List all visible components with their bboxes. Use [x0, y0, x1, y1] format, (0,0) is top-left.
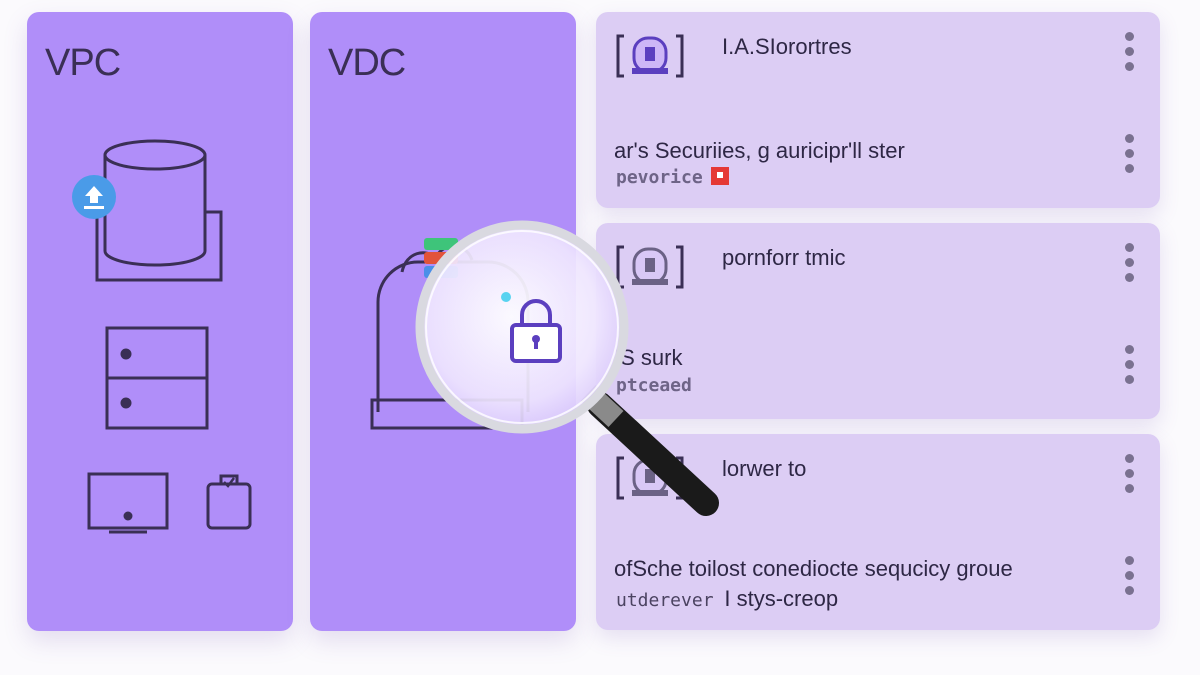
card-tag-extra: I stys-creop	[724, 586, 839, 611]
resource-card-2[interactable]: pornforr tmic IS surk ptceaed	[596, 223, 1160, 419]
vdc-column: VDC	[310, 12, 576, 631]
card-title: pornforr tmic	[722, 245, 846, 270]
more-vertical-icon[interactable]	[1124, 134, 1134, 179]
cloud-upload-icon	[72, 175, 116, 219]
resource-card-3[interactable]: lorwer to ofSche toilost conediocte sequ…	[596, 434, 1160, 630]
card-tag: ptceaed	[616, 375, 692, 396]
more-vertical-icon[interactable]	[1124, 345, 1134, 390]
clipboard-icon	[206, 474, 252, 530]
vpc-column: VPC	[27, 12, 293, 631]
more-vertical-icon[interactable]	[1124, 556, 1134, 601]
card-tag: utderever I stys-creop	[616, 586, 838, 612]
resource-card-1[interactable]: I.A.SIorortres ar's Securiies, g auricip…	[596, 12, 1160, 208]
flag-icon	[710, 167, 729, 185]
vdc-resources-art	[370, 238, 530, 430]
card-tag: pevorice	[616, 167, 729, 188]
more-vertical-icon[interactable]	[1124, 32, 1134, 77]
card-title: I.A.SIorortres	[722, 34, 852, 59]
monitor-icon	[87, 472, 169, 534]
card-tag-text: pevorice	[616, 167, 703, 188]
card-subtitle: IS surk	[614, 345, 683, 370]
camera-badge-icon	[616, 456, 684, 500]
server-icon	[105, 326, 209, 430]
camera-badge-icon	[616, 34, 684, 78]
card-title: lorwer to	[722, 456, 807, 481]
color-stack-icon	[424, 238, 458, 278]
vpc-resources-art	[72, 139, 252, 534]
camera-badge-icon	[616, 245, 684, 289]
card-tag-text: utderever	[616, 590, 714, 611]
more-vertical-icon[interactable]	[1124, 243, 1134, 288]
vpc-title: VPC	[45, 42, 121, 84]
card-subtitle: ar's Securiies, g auricipr'll ster	[614, 138, 905, 163]
database-icon	[95, 139, 223, 282]
card-subtitle: ofSche toilost conediocte sequcicy groue	[614, 556, 1013, 581]
vdc-title: VDC	[328, 42, 406, 84]
more-vertical-icon[interactable]	[1124, 454, 1134, 499]
